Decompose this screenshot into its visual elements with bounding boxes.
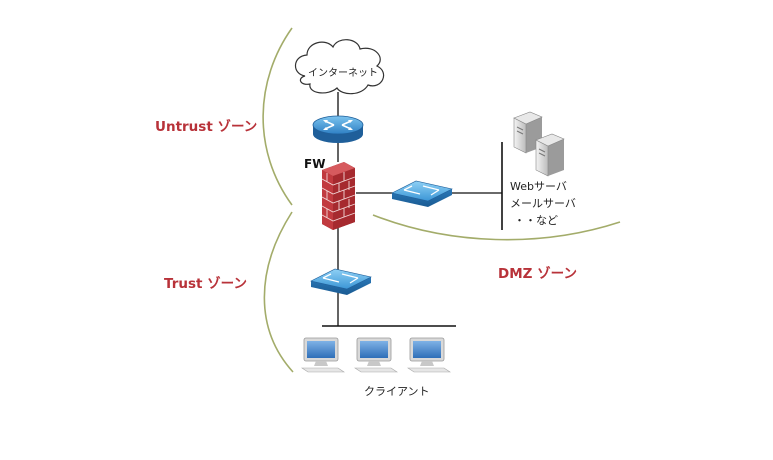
server-label-web: Webサーバ (510, 180, 567, 193)
router-icon (312, 115, 364, 143)
switch-icon (391, 180, 453, 207)
firewall-icon (321, 162, 356, 230)
cloud-icon (294, 39, 385, 95)
pc-icon (407, 337, 451, 373)
server-label-mail: メールサーバ (510, 197, 576, 210)
trust-zone-label: Trust ゾーン (164, 276, 248, 292)
pc-icon (354, 337, 398, 373)
fw-label: FW (304, 157, 326, 171)
pc-icon (301, 337, 345, 373)
clients-label: クライアント (364, 385, 430, 398)
server-label-etc: ・・など (514, 214, 558, 227)
trust-zone-curve (263, 211, 294, 373)
server-icon (513, 111, 543, 154)
untrust-zone-curve (262, 27, 293, 206)
dmz-zone-label: DMZ ゾーン (498, 266, 577, 282)
internet-label: インターネット (308, 68, 378, 79)
dmz-zone-curve (372, 214, 621, 241)
untrust-zone-label: Untrust ゾーン (155, 119, 258, 135)
server-icon (535, 133, 565, 177)
switch-icon (310, 268, 372, 295)
